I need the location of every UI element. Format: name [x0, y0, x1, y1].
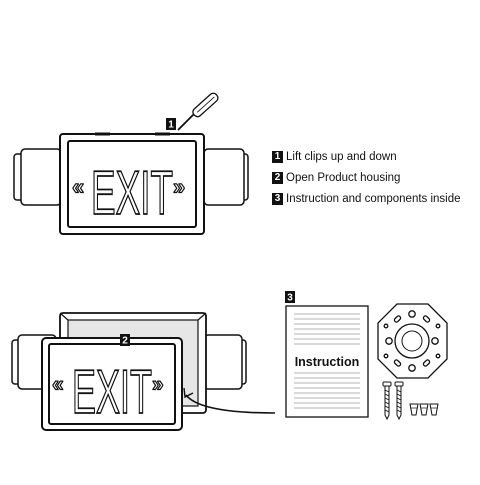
bottom-right-lamp-head	[203, 334, 247, 390]
top-left-lamp-head	[13, 148, 62, 206]
mounting-screw-2	[394, 381, 404, 421]
components-callout-number: 3	[287, 293, 293, 304]
mounting-screw-1	[382, 381, 392, 421]
top-sign-callout: 1	[166, 118, 176, 131]
bottom-sign-callout: 2	[120, 334, 130, 347]
top-sign-face: « EXIT »	[71, 158, 185, 229]
step-1-text: Lift clips up and down	[286, 150, 397, 163]
instruction-manual-title: Instruction	[295, 355, 360, 369]
screwdriver-icon	[177, 92, 219, 131]
bottom-exit-text: EXIT	[72, 358, 152, 427]
top-sign-housing	[59, 132, 205, 235]
wire-nut-1	[409, 403, 419, 416]
inside-pointer-arrow	[183, 387, 276, 414]
bottom-left-chevron-icon: «	[52, 373, 64, 396]
top-right-chevron-icon: »	[173, 174, 185, 199]
wire-nut-3	[429, 403, 439, 416]
instruction-manual: Instruction	[285, 305, 369, 418]
top-right-lamp-head	[203, 148, 249, 206]
top-sign-callout-number: 1	[168, 120, 174, 131]
components-callout: 3	[285, 291, 295, 304]
step-3-number: 3	[272, 192, 283, 205]
step-1: 1 Lift clips up and down	[272, 146, 461, 167]
top-left-chevron-icon: «	[72, 174, 84, 199]
step-3: 3 Instruction and components inside	[272, 188, 461, 209]
bottom-sign-face: « EXIT »	[51, 357, 164, 428]
mounting-plate	[377, 303, 448, 379]
wire-nut-2	[419, 403, 429, 416]
top-exit-text: EXIT	[91, 159, 173, 228]
bottom-right-chevron-icon: »	[152, 373, 164, 396]
bottom-sign-callout-number: 2	[122, 336, 128, 347]
step-3-text: Instruction and components inside	[286, 192, 461, 205]
installation-steps: 1 Lift clips up and down 2 Open Product …	[272, 146, 461, 209]
step-2-number: 2	[272, 171, 283, 184]
step-1-number: 1	[272, 150, 283, 163]
removed-front-cover	[41, 337, 183, 431]
step-2: 2 Open Product housing	[272, 167, 461, 188]
step-2-text: Open Product housing	[286, 171, 401, 184]
